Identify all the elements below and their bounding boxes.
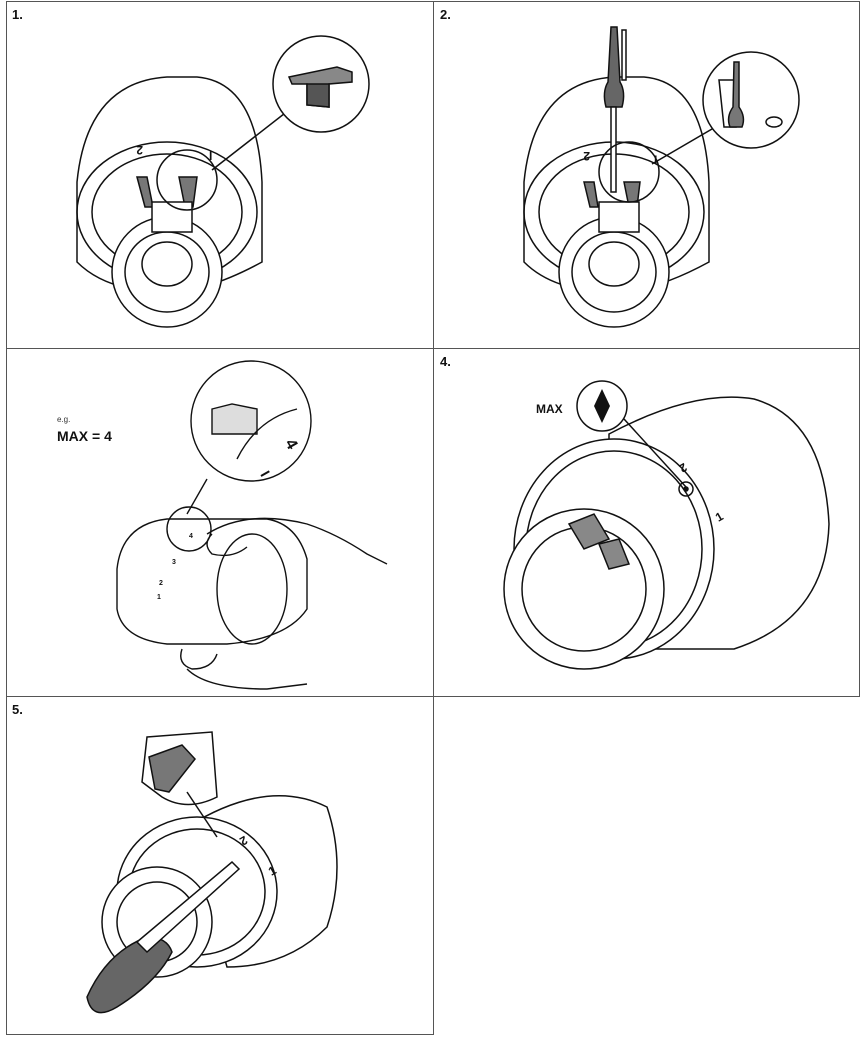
dial-mark: I [257, 468, 273, 479]
svg-text:2: 2 [583, 149, 590, 163]
step-number: 5. [12, 702, 23, 717]
step-4-panel: 4. 2 1 MAX [433, 348, 860, 697]
step-5-panel: 5. 2 1 [6, 696, 434, 1035]
instruction-grid: 1. 2 I [6, 1, 860, 1035]
dial-mark: 2 [136, 143, 143, 157]
step-2-panel: 2. 2 [433, 1, 860, 349]
step-1-panel: 1. 2 I [6, 1, 434, 349]
svg-text:4: 4 [189, 533, 193, 540]
max-label: MAX [536, 402, 563, 416]
step-number: 1. [12, 7, 23, 22]
step-2-illustration: 2 I [523, 26, 800, 328]
step-number: 4. [440, 354, 451, 369]
step-5-illustration: 2 1 [86, 731, 338, 1014]
empty-panel [433, 696, 860, 1035]
svg-text:I: I [654, 153, 657, 167]
step-1-illustration: 2 I [76, 35, 370, 328]
svg-text:3: 3 [172, 559, 176, 566]
max-equation: MAX = 4 [57, 428, 112, 444]
max-diamond-icon [594, 389, 610, 423]
step-number: 2. [440, 7, 451, 22]
dial-mark: I [209, 149, 212, 163]
example-label: e.g. [57, 415, 71, 424]
step-4-illustration: 2 1 [503, 380, 830, 670]
svg-text:2: 2 [159, 580, 163, 587]
svg-text:1: 1 [157, 594, 161, 601]
